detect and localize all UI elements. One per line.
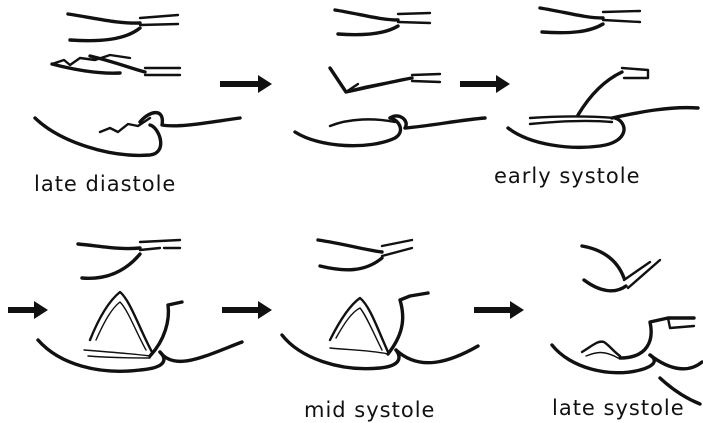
lower-valve [35,113,240,156]
middle-leaflet [52,55,180,75]
lower-valve [295,116,485,146]
right-arrow-icon [222,301,272,319]
upper-leaflet [335,10,430,35]
open-leaflets [84,292,182,358]
open-leaflets [330,293,428,354]
panel-mid-systole [282,240,478,369]
label-late-systole: late systole [552,396,685,420]
label-late-diastole: late diastole [34,172,176,196]
panel-late-diastole [35,14,240,155]
arrow-5 [474,301,524,319]
lower-valve [508,108,698,148]
arrow-4 [222,301,272,319]
label-mid-systole: mid systole [304,398,435,422]
right-arrow-icon [220,75,272,93]
upper-leaflet [540,8,640,33]
upper-leaflet [318,240,412,270]
right-arrow-icon [474,301,524,319]
upper-leaflet [78,240,180,278]
label-early-systole: early systole [494,164,641,188]
right-arrow-icon [8,301,48,319]
panel-early-systole [508,8,698,147]
leaflet-tip [578,68,648,115]
middle-leaflet [330,68,440,92]
arrow-1 [220,75,272,93]
panel-late-systole [552,246,702,404]
lower-valve [282,335,478,369]
lower-valve [38,340,242,371]
right-arrow-icon [460,75,510,93]
panel-transition-2 [38,240,242,371]
panel-transition-1 [295,10,485,146]
arrow-2 [460,75,510,93]
upper-leaflet [68,14,178,41]
arrow-3 [8,301,48,319]
closed-leaflets [582,318,694,358]
upper-leaflet [582,246,660,291]
